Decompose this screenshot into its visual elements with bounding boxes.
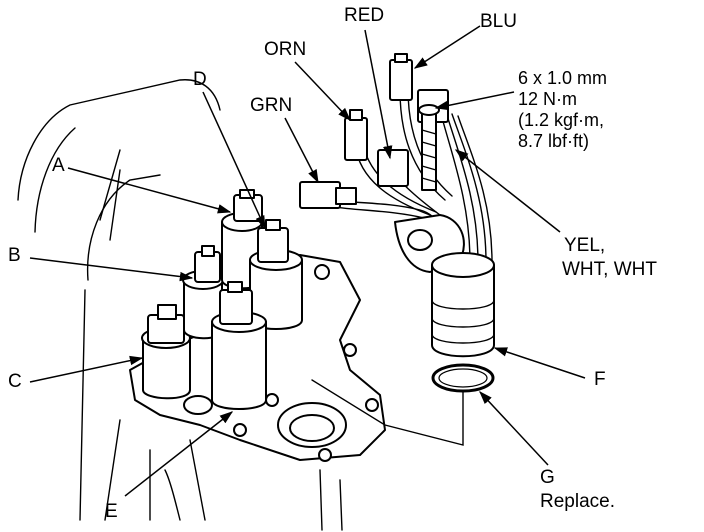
leader-lines — [29, 25, 586, 497]
label-orn: ORN — [264, 39, 307, 60]
label-red: RED — [344, 5, 385, 26]
connector-blu — [389, 53, 413, 101]
leader-a — [67, 167, 232, 214]
solenoid-c — [141, 304, 191, 400]
leader-b — [29, 257, 194, 282]
harness-grommet — [431, 252, 495, 358]
leader-c — [29, 355, 144, 383]
label-yel: YEL, — [564, 235, 606, 256]
torque-kgfm: (1.2 kgf·m, — [518, 110, 605, 130]
leader-g — [479, 391, 549, 466]
label-c: C — [8, 371, 22, 392]
leader-blu — [413, 25, 481, 69]
label-b: B — [8, 245, 21, 266]
torque-nm: 12 N·m — [518, 89, 578, 109]
leader-bolt — [434, 91, 515, 111]
solenoid-e — [211, 281, 267, 410]
leader-yel-wht — [454, 149, 561, 233]
bolt — [418, 104, 440, 191]
label-g-note: Replace. — [540, 491, 615, 512]
connector-red — [377, 149, 409, 187]
leader-red — [364, 29, 393, 160]
connector-grn — [299, 181, 357, 209]
leader-d — [202, 91, 266, 230]
label-d: D — [193, 69, 207, 90]
label-g: G — [540, 467, 555, 488]
leader-e — [124, 411, 234, 497]
o-ring — [431, 363, 495, 393]
leader-grn — [284, 117, 319, 184]
leader-orn — [294, 61, 351, 121]
label-a: A — [52, 155, 65, 176]
label-f: F — [594, 369, 606, 390]
bolt-torque-spec: 6 x 1.0 mm 12 N·m (1.2 kgf·m, 8.7 lbf·ft… — [518, 68, 607, 152]
connector-orn — [344, 109, 368, 161]
label-wht-wht: WHT, WHT — [562, 259, 657, 280]
label-grn: GRN — [250, 95, 293, 116]
torque-lbfft: 8.7 lbf·ft) — [518, 131, 590, 151]
solenoid-d — [249, 219, 303, 330]
label-blu: BLU — [480, 11, 517, 32]
leader-f — [493, 347, 586, 379]
label-e: E — [105, 501, 118, 522]
bolt-size: 6 x 1.0 mm — [518, 68, 608, 88]
install-guide-line — [311, 379, 464, 446]
